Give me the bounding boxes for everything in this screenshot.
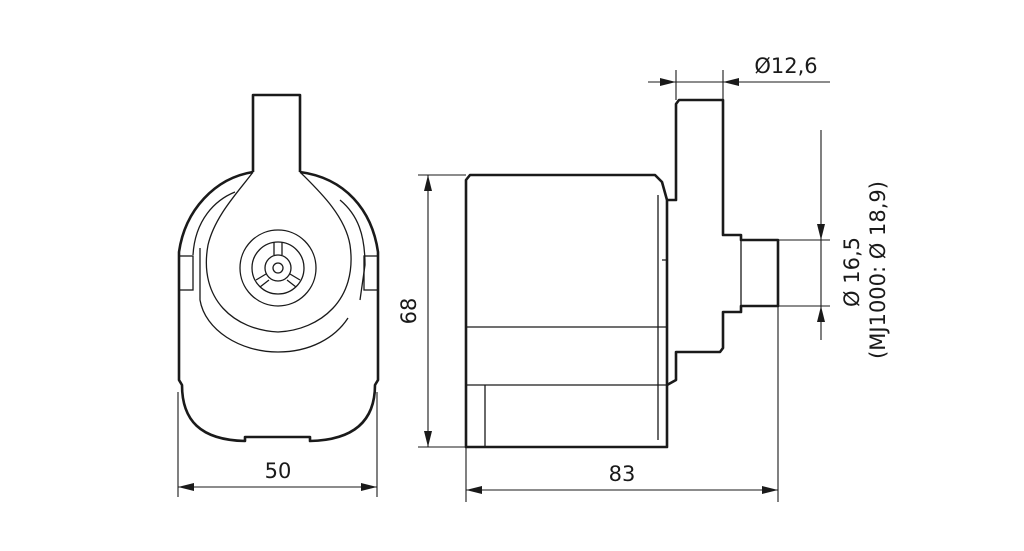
flange-dimension: Ø12,6: [754, 54, 817, 78]
flange: [666, 98, 780, 387]
width-dimension: 50: [265, 459, 292, 483]
length-dimension: 83: [609, 462, 636, 486]
outlet-dimension: Ø 16,5: [840, 237, 864, 307]
shaft: [272, 262, 284, 274]
front-view: 50: [177, 93, 380, 497]
motor-body: [464, 173, 669, 449]
height-dimension: 68: [397, 298, 421, 325]
impeller-ring: [239, 229, 317, 307]
housing-outline: [177, 170, 380, 443]
side-view: 68 83 Ø12,6 Ø 16,5 (MJ1000: Ø 18,9): [397, 54, 890, 502]
outlet-alt-dimension: (MJ1000: Ø 18,9): [866, 181, 890, 359]
volute: [205, 171, 352, 333]
outlet-tube: [251, 93, 302, 172]
